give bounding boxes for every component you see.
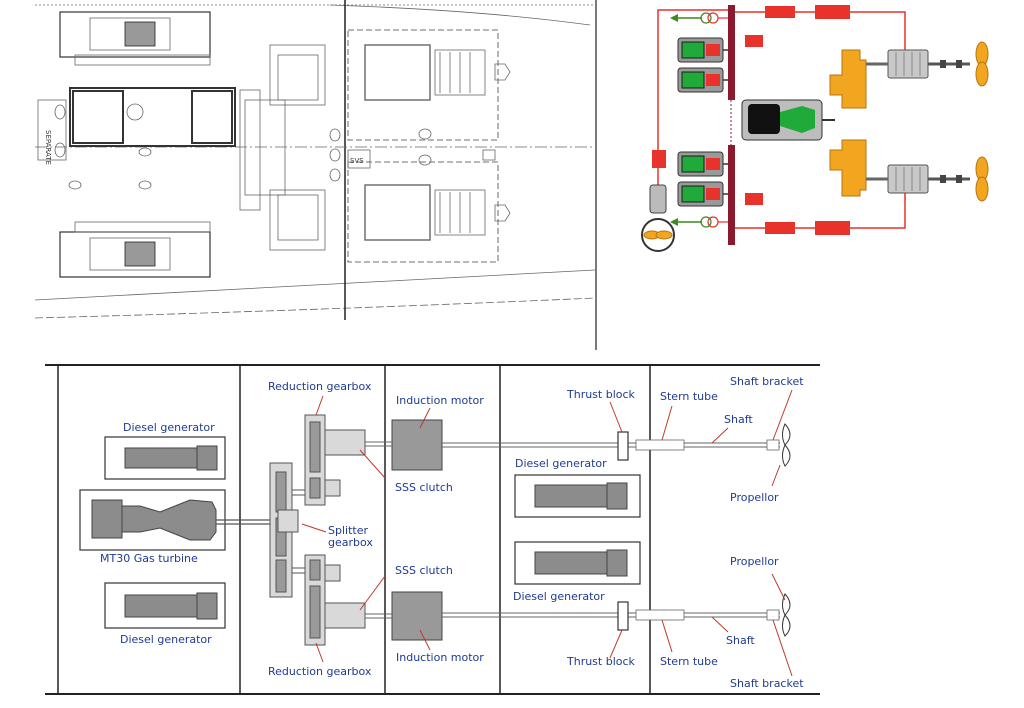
label-sss-clutch-top: SSS clutch [395, 481, 453, 494]
label-induction-motor-bottom: Induction motor [396, 651, 484, 664]
label-diesel-generator-left-bottom: Diesel generator [120, 633, 212, 646]
label-induction-motor-top: Induction motor [396, 394, 484, 407]
label-diesel-generator-right-top: Diesel generator [515, 457, 607, 470]
propellor-top [782, 423, 791, 467]
label-stern-tube-bottom: Stern tube [660, 655, 718, 668]
label-shaft-bottom: Shaft [726, 634, 755, 647]
schematic-diesel-generator-3 [677, 151, 728, 177]
propulsion-schematic [630, 0, 1010, 260]
feed-arrow-top [670, 12, 728, 24]
converter-bottom-2 [815, 221, 850, 235]
shaft-bottom [365, 612, 780, 619]
label-shaft-bracket-bottom: Shaft bracket [730, 677, 804, 690]
drawing-motor-bottom [347, 161, 511, 263]
busbar-top [728, 5, 735, 100]
diesel-generator-right-bottom [514, 541, 641, 585]
label-sss-clutch-bottom: SSS clutch [395, 564, 453, 577]
shaft-top [365, 441, 780, 448]
label-reduction-gearbox-bottom: Reduction gearbox [268, 665, 372, 678]
label-splitter-line2: gearbox [328, 536, 373, 549]
label-arrows [301, 389, 793, 677]
mt30-gas-turbine [79, 489, 280, 551]
converter-left [652, 150, 666, 168]
thrust-block-top [617, 431, 629, 461]
diesel-generator-right-top [514, 474, 641, 518]
propellor-bottom [782, 593, 791, 637]
gearbox-bottom [829, 139, 867, 197]
drawing-gearbox [239, 44, 326, 251]
shaft-bracket-top [766, 439, 780, 451]
machinery-layout-diagram: Reduction gearbox Induction motor Thrust… [40, 360, 830, 705]
propeller-bottom [975, 156, 989, 202]
cable-left [657, 9, 734, 200]
induction-motor-bottom [391, 591, 443, 641]
label-shaft-bracket-top: Shaft bracket [730, 375, 804, 388]
converter-bus-bottom [745, 193, 763, 205]
drawing-motor-top [347, 29, 511, 141]
motor-top [866, 49, 970, 79]
schematic-diesel-generator-4 [677, 181, 728, 207]
label-splitter-line1: Splitter [328, 524, 368, 537]
drawing-genset-bottom [59, 221, 211, 278]
drawing-sideways-label: SEPARATE [44, 130, 52, 165]
schematic-diesel-generator-2 [677, 67, 728, 93]
converter-bus-top [745, 35, 763, 47]
label-diesel-generator-right-bottom: Diesel generator [513, 590, 605, 603]
converter-top-2 [815, 5, 850, 19]
label-diesel-generator-left-top: Diesel generator [123, 421, 215, 434]
drawing-genset-top [59, 11, 211, 66]
induction-motor-top [391, 419, 443, 471]
label-thrust-block-top: Thrust block [566, 388, 636, 401]
reduction-gearbox-bottom [304, 554, 366, 646]
label-shaft-top: Shaft [724, 413, 753, 426]
diesel-generator-left-top [104, 436, 226, 480]
bow-thruster [641, 184, 675, 252]
drawing-gas-turbine: SEPARATE [37, 87, 236, 165]
thrust-block-bottom [617, 601, 629, 631]
drawing-tag-label: SVS [350, 157, 364, 165]
shaft-bracket-bottom [766, 609, 780, 621]
label-thrust-block-bottom: Thrust block [566, 655, 636, 668]
gearbox-top [829, 49, 867, 109]
label-reduction-gearbox-top: Reduction gearbox [268, 380, 372, 393]
gas-turbine-module [741, 99, 835, 141]
propeller-top [975, 41, 989, 87]
busbar-bottom [728, 145, 735, 245]
converter-bottom-1 [765, 222, 795, 234]
label-propellor-top: Propellor [730, 491, 779, 504]
label-stern-tube-top: Stern tube [660, 390, 718, 403]
label-propellor-bottom: Propellor [730, 555, 779, 568]
engine-room-drawing: SEPARATE SVS [30, 0, 600, 355]
label-mt30: MT30 Gas turbine [100, 552, 198, 565]
converter-top-1 [765, 6, 795, 18]
stern-tube-bottom [635, 609, 685, 621]
splitter-gearbox [269, 462, 315, 598]
stern-tube-top [635, 439, 685, 451]
schematic-diesel-generator-1 [677, 37, 728, 63]
diesel-generator-left-bottom [104, 582, 226, 629]
reduction-gearbox-top [304, 414, 366, 506]
motor-bottom [866, 164, 970, 194]
feed-arrow-bottom [670, 216, 728, 228]
